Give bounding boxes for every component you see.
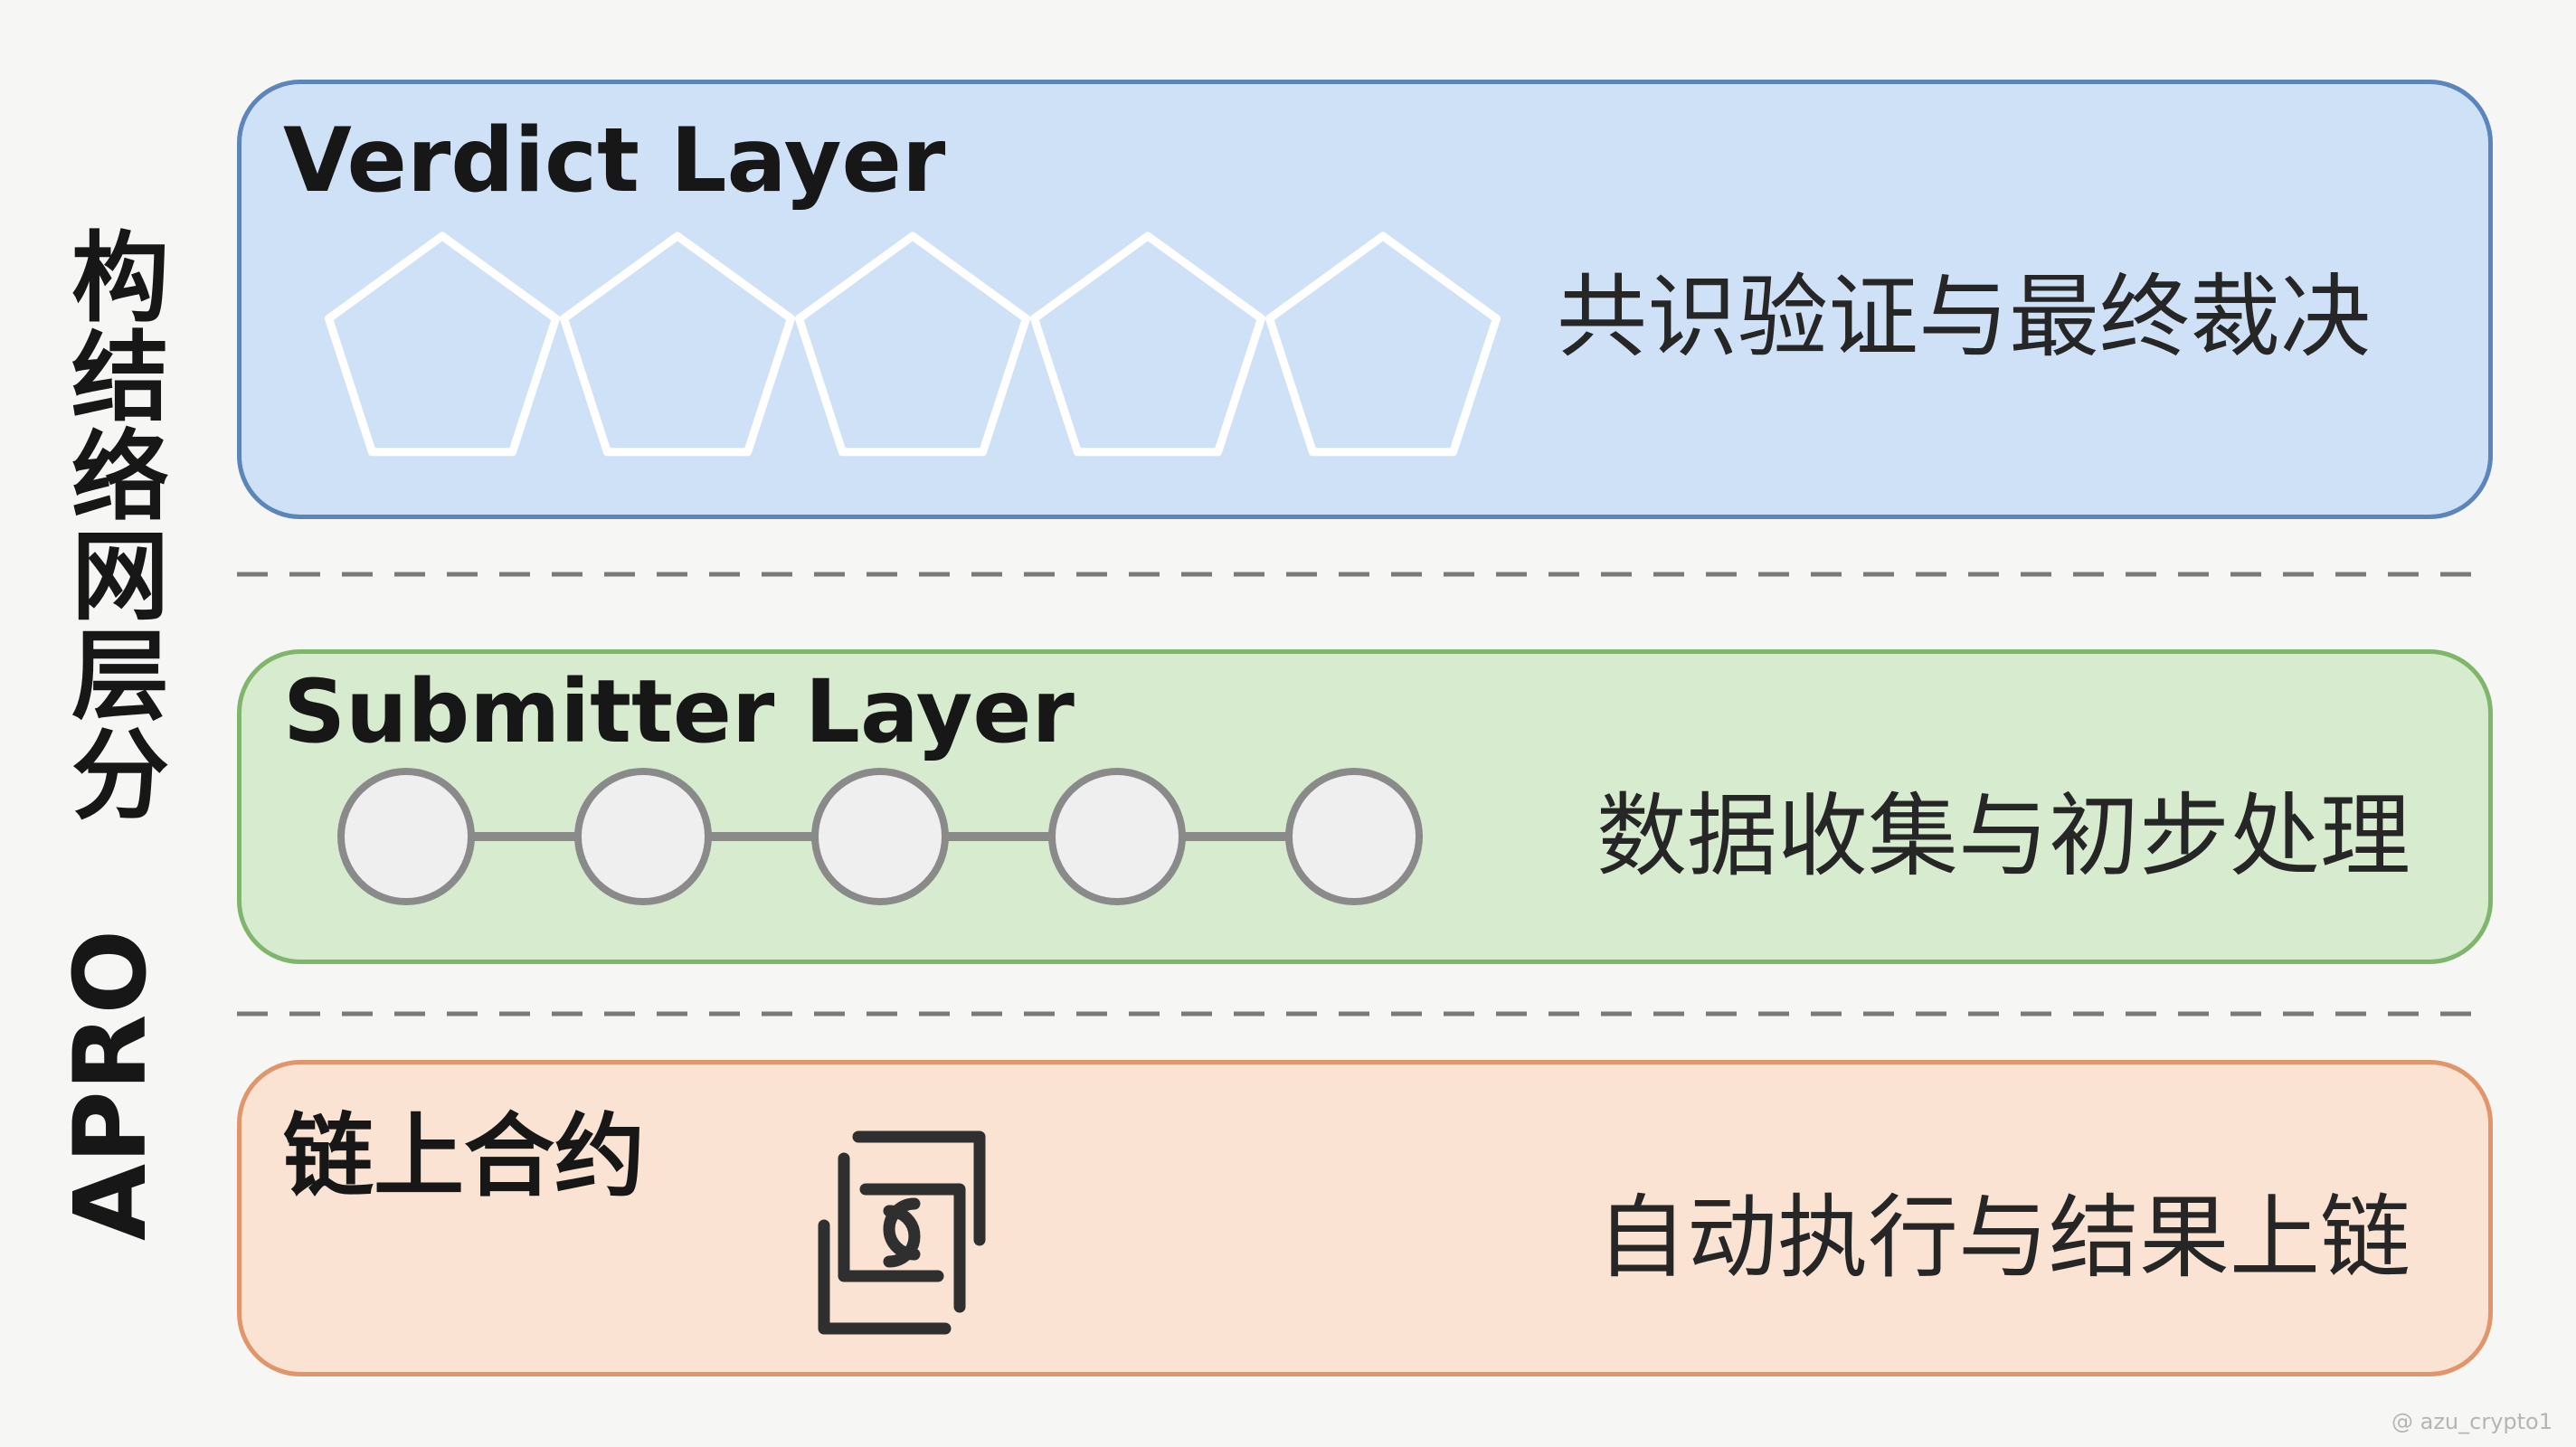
side-title-english: APRO: [52, 930, 168, 1241]
contract-layer-panel: 链上合约 自动执行与结果上链: [237, 1060, 2493, 1376]
smart-contract-icon: [818, 1130, 986, 1335]
pentagon-node: [795, 232, 1030, 457]
submitter-node: [811, 768, 949, 905]
verdict-layer-description: 共识验证与最终裁决: [1557, 264, 2371, 370]
submitter-node: [1285, 768, 1423, 905]
contract-layer-description: 自动执行与结果上链: [1596, 1185, 2410, 1291]
watermark: @ azu_crypto1: [2391, 1409, 2552, 1434]
submitter-node: [1048, 768, 1186, 905]
submitter-node: [337, 768, 475, 905]
side-title-english-wrap: APRO: [52, 930, 168, 1241]
pentagon-node: [1265, 232, 1501, 457]
layer-divider: [237, 572, 2493, 577]
pentagon-node: [1030, 232, 1265, 457]
side-title: 构结络网层分 APRO: [52, 226, 168, 1241]
side-title-chinese: 构结络网层分: [55, 226, 168, 823]
pentagon-node: [560, 232, 795, 457]
verdict-layer-title: Verdict Layer: [283, 109, 946, 213]
pentagon-chain-icon: [325, 232, 1501, 457]
submitter-node: [574, 768, 712, 905]
layer-divider: [237, 1011, 2493, 1017]
pentagon-node: [325, 232, 560, 457]
node-chain-icon: [337, 768, 1423, 905]
submitter-layer-title: Submitter Layer: [283, 661, 1075, 762]
submitter-layer-description: 数据收集与初步处理: [1596, 783, 2410, 889]
contract-layer-title: 链上合约: [283, 1103, 645, 1209]
submitter-layer-panel: Submitter Layer 数据收集与初步处理: [237, 649, 2493, 964]
verdict-layer-panel: Verdict Layer 共识验证与最终裁决: [237, 80, 2493, 519]
